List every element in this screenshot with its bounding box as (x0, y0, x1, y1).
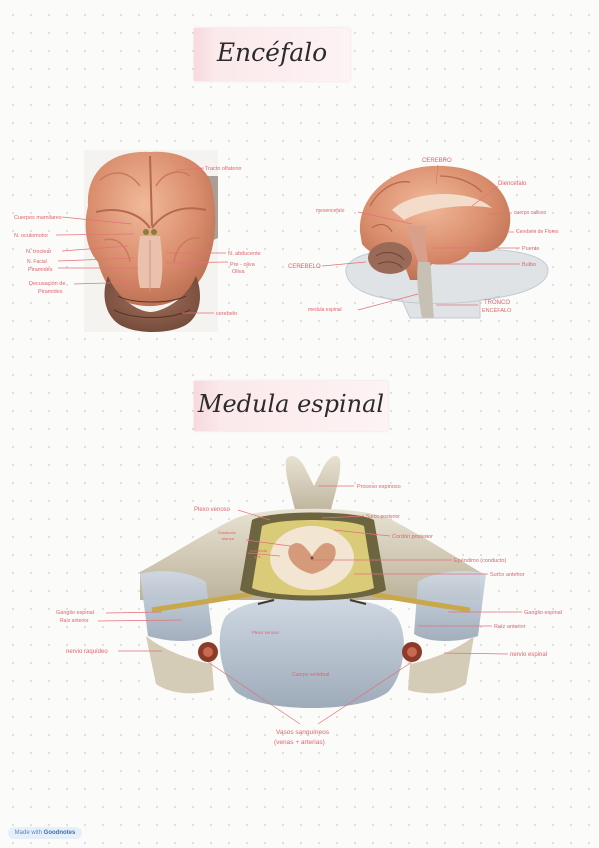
label-sustancia-gris-2: gris (254, 554, 260, 559)
label-surco-posterior: Surco posterior (366, 514, 400, 520)
label-puente: Puente (522, 246, 539, 252)
label-tracto-olfatorio: Tracto olfatorio (205, 166, 241, 172)
label-ganglio-espinal-left: Ganglio espinal (56, 610, 94, 616)
label-decusacion-1: Decusación de (29, 281, 65, 287)
label-surco-anterior: Surco anterior (490, 572, 525, 578)
label-cerebro: CEREBRO (422, 158, 452, 164)
label-n-oculomotor: N. oculomotor (14, 233, 48, 239)
label-tronco: TRONCO (484, 300, 510, 306)
label-mesencefalo: mesencefalo (316, 208, 345, 214)
label-nervio-raquideo: nervio raquídeo (66, 649, 108, 655)
label-decusacion-2: Piramides (38, 289, 63, 295)
brain-inferior-view (84, 150, 218, 332)
spinal-cord-cross-section (140, 455, 486, 708)
label-plexo-venoso-cuerpo: Plexo venoso (252, 630, 280, 635)
label-n-facial: N. Facial (27, 259, 47, 265)
label-cuerpo-vertebral: Cuerpo vertebral (292, 672, 329, 678)
badge-goodnotes: Goodnotes (43, 830, 76, 836)
leader-lines (55, 164, 522, 725)
label-cuerpos-mamilares: Cuerpos mamilares (14, 215, 62, 221)
label-sustancia-gris-1: sustancia (250, 548, 268, 553)
label-cuerpo-calloso: cuerpo calloso (514, 210, 546, 216)
label-venas-arterias: (venas + arterias) (274, 739, 325, 746)
label-piramides: Piramides (28, 267, 53, 273)
goodnotes-badge: Made with Goodnotes (8, 827, 82, 839)
label-plexo-venoso: Plexo venoso (194, 507, 231, 513)
title-medula: Medula espinal (197, 390, 385, 418)
label-raiz-anterior-left: Raíz anterior (60, 618, 89, 624)
label-diencefalo: Diencefalo (498, 181, 527, 187)
label-encefalo: ENCÉFALO (482, 307, 512, 314)
label-raiz-anterior-right: Raíz anterior (494, 624, 526, 630)
label-n-abducente: N. abducente (228, 251, 261, 257)
label-cordon-posterior: Cordón posterior (392, 534, 433, 540)
badge-made-with: Made with (14, 830, 42, 836)
title-encefalo: Encéfalo (216, 38, 328, 67)
label-ganglio-espinal-right: Ganglio espinal (524, 610, 562, 616)
title-banner-medula: Medula espinal (194, 381, 388, 431)
label-nervio-espinal: nervio espinal (510, 652, 547, 658)
label-oliva: Oliva (232, 269, 245, 275)
label-n-troclear: N. troclear (26, 249, 52, 255)
label-cerebelo-base: cerebelo (216, 311, 237, 317)
label-pre-oliva: Pre - oliva (230, 262, 256, 268)
label-cerebelo-flores: Cerebelo de Flores (516, 229, 559, 235)
label-medula-espinal: medula espinal (308, 307, 342, 313)
label-sustancia-blanca-1: Sustancia (218, 530, 236, 535)
label-bulbo: Bulbo (522, 262, 536, 268)
label-ependimo: Epéndimo (conducto) (454, 558, 506, 564)
label-sustancia-blanca-2: blanca (222, 536, 235, 541)
label-cerebelo-sagittal: CEREBELO (288, 264, 321, 270)
label-vasos-sanguineos: Vasos sanguíneos (276, 729, 330, 736)
title-banner-encefalo: Encéfalo (194, 28, 350, 81)
brain-sagittal-view (345, 165, 549, 319)
label-proceso-espinoso: Proceso espinoso (357, 484, 401, 490)
